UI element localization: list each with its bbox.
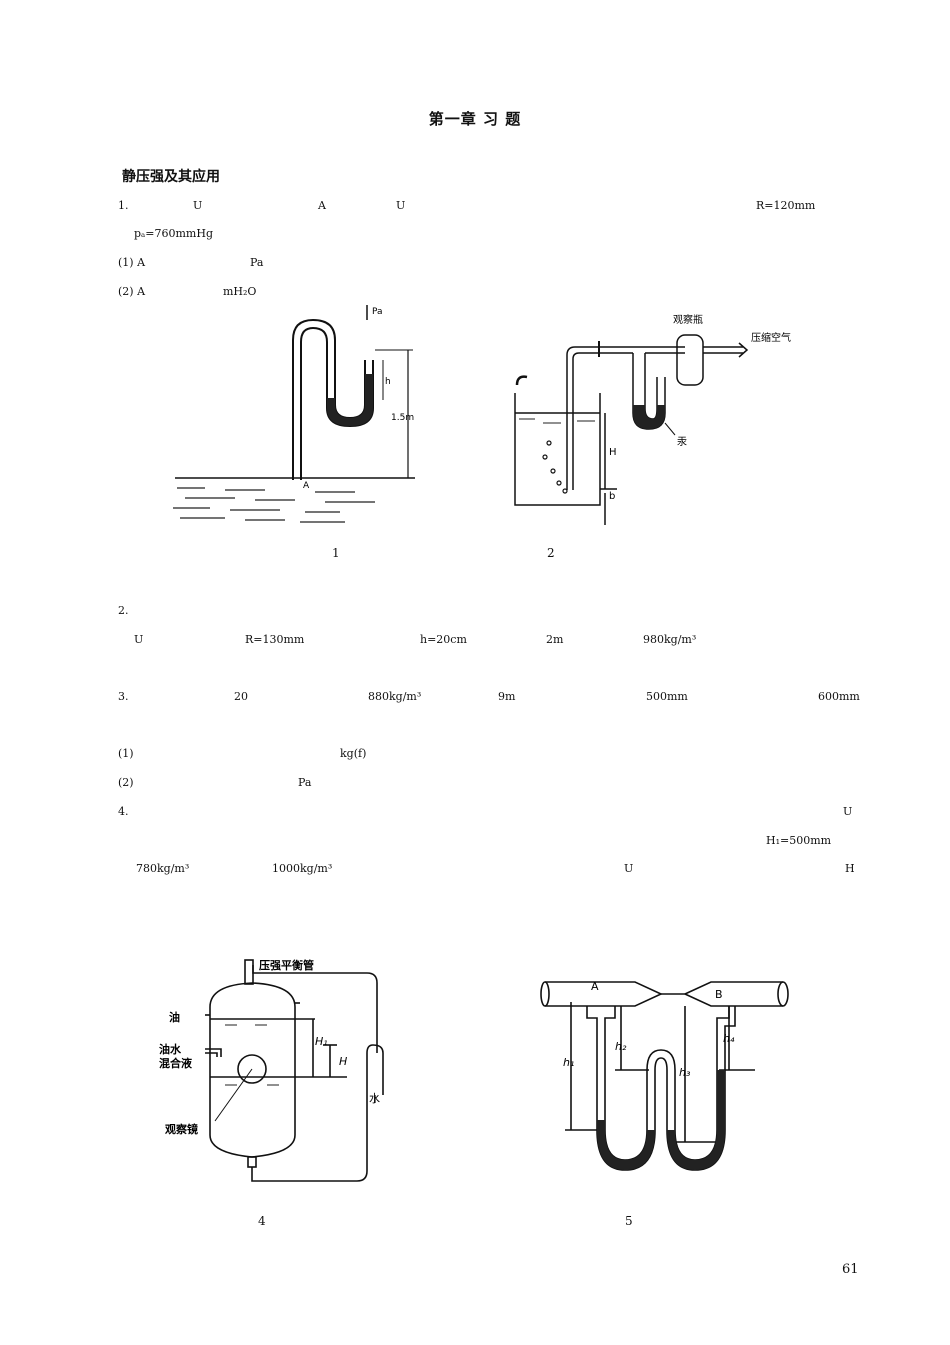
section-heading: 静压强及其应用 <box>122 169 220 185</box>
problem-2-text: 2m <box>546 633 564 646</box>
problem-2-text: U <box>134 633 144 646</box>
figure-1-h-label: h <box>385 377 391 387</box>
figure-2-h-label: H <box>609 447 617 458</box>
figure-5-h3-label: h₃ <box>679 1066 691 1079</box>
figure-2-air-blowing-level-gauge: 观察瓶 压缩空气 汞 H b <box>514 313 791 525</box>
figure-5-caption: 5 <box>625 1214 633 1228</box>
problem-4-text: 780kg/m³ <box>136 862 190 875</box>
figure-1-point-a-label: A <box>303 481 310 491</box>
figure-2-air-label: 压缩空气 <box>751 331 791 344</box>
problem-1-question-2: (2) A <box>118 285 146 298</box>
page-number: 61 <box>842 1262 859 1277</box>
page-title: 第一章 习 题 <box>428 110 522 128</box>
figure-1-caption: 1 <box>332 546 340 560</box>
figure-1-pa-label: Pa <box>372 307 383 317</box>
problem-3-text: 880kg/m³ <box>368 690 422 703</box>
problem-1-question-1-unit: Pa <box>250 256 264 269</box>
figure-4-window-label: 观察镜 <box>165 1122 198 1136</box>
figure-4-oil-label: 油 <box>169 1010 180 1024</box>
figure-1-length-label: 1.5m <box>391 413 414 423</box>
figure-4-water-label: 水 <box>369 1092 380 1105</box>
problem-3-text: 600mm <box>818 690 860 703</box>
problem-1-text: U <box>193 199 203 212</box>
figure-2-mercury-label: 汞 <box>677 436 687 448</box>
problem-2-number: 2. <box>118 604 129 617</box>
problem-2-text: h=20cm <box>420 633 467 646</box>
figure-4-mix-label-1: 油水 <box>159 1042 182 1056</box>
figure-4-h1-label: H₁ <box>315 1035 328 1048</box>
figure-4-caption: 4 <box>258 1214 266 1228</box>
problem-4-text: H <box>845 862 855 875</box>
figure-5-a-label: A <box>591 980 599 993</box>
figure-2-bottle-label: 观察瓶 <box>673 313 703 326</box>
problem-1-question-1: (1) A <box>118 256 146 269</box>
problem-3-question-2: (2) <box>118 776 134 789</box>
problem-4-number: 4. <box>118 805 129 818</box>
problem-3-text: 20 <box>234 690 248 703</box>
problem-2-text: 980kg/m³ <box>643 633 697 646</box>
problem-1-text: A <box>318 199 326 212</box>
problem-3-question-1: (1) <box>118 747 134 760</box>
problem-3-question-2-unit: Pa <box>298 776 312 789</box>
problem-3-text: 9m <box>498 690 516 703</box>
figure-1-u-tube-manometer: Pa h 1.5m A <box>173 305 415 523</box>
problem-1-question-2-unit: mH₂O <box>223 285 257 298</box>
figure-5-double-u-tube: A B h₁ h₂ h₃ h₄ <box>540 980 789 1171</box>
problem-4-text: 1000kg/m³ <box>272 862 333 875</box>
figure-5-h4-label: h₄ <box>723 1032 735 1045</box>
problem-3-text: 500mm <box>646 690 688 703</box>
figure-2-b-label: b <box>609 491 615 502</box>
problem-1-text: pₐ=760mmHg <box>134 227 213 240</box>
figure-4-mix-label-2: 混合液 <box>159 1056 193 1070</box>
problem-4-text: U <box>624 862 634 875</box>
problem-4-text: U <box>843 805 853 818</box>
problem-2-text: R=130mm <box>245 633 305 646</box>
figure-2-caption: 2 <box>547 546 555 560</box>
figure-4-pipe-label: 压强平衡管 <box>259 958 314 972</box>
figure-4-oil-water-separator: 压强平衡管 油 油水 混合液 观察镜 水 H₁ H <box>159 958 384 1182</box>
problem-3-number: 3. <box>118 690 129 703</box>
problem-1-text: U <box>396 199 406 212</box>
problem-3-question-1-unit: kg(f) <box>340 747 367 760</box>
problem-4-text: H₁=500mm <box>766 834 832 847</box>
figure-4-h-label: H <box>339 1055 347 1068</box>
figure-5-h1-label: h₁ <box>563 1056 574 1069</box>
problem-1-text: R=120mm <box>756 199 816 212</box>
problem-1-number: 1. <box>118 199 129 212</box>
figure-5-h2-label: h₂ <box>615 1040 627 1053</box>
figure-5-b-label: B <box>715 988 723 1001</box>
